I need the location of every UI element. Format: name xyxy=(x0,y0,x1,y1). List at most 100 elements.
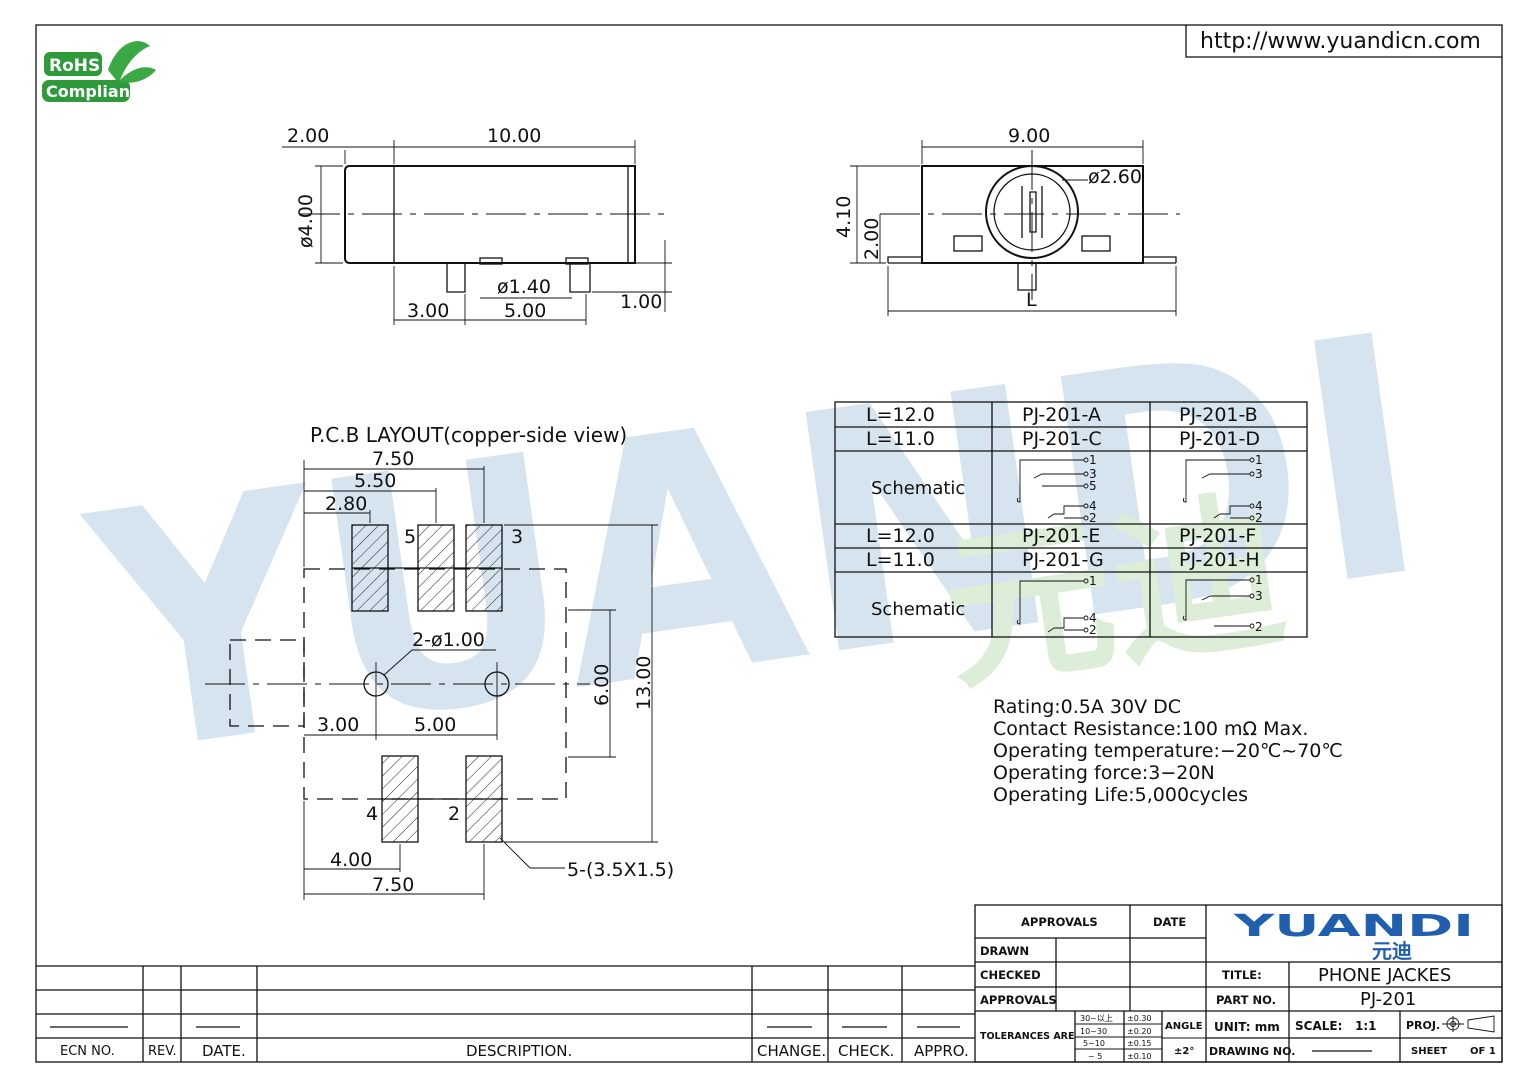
hdr-description: DESCRIPTION. xyxy=(466,1042,572,1060)
tb-logo: YUANDI xyxy=(1232,909,1474,944)
row1-L: L=12.0 xyxy=(866,404,935,426)
specs: Rating:0.5A 30V DC Contact Resistance:10… xyxy=(993,696,1343,806)
rohs-line1: RoHS xyxy=(49,56,100,76)
variant-table: L=12.0 PJ-201-A PJ-201-B L=11.0 PJ-201-C… xyxy=(834,401,1308,638)
tb-scale-label: SCALE: xyxy=(1295,1019,1342,1033)
pcb-title: P.C.B LAYOUT(copper-side view) xyxy=(310,423,627,447)
svg-text:4: 4 xyxy=(1255,499,1263,513)
schematic-label-1: Schematic xyxy=(871,478,965,499)
tb-of: OF 1 xyxy=(1470,1046,1496,1057)
tb-date: DATE xyxy=(1153,915,1186,929)
tb-part-no: PJ-201 xyxy=(1360,989,1416,1010)
dim-front-9: 9.00 xyxy=(1008,125,1050,147)
tol-v3: ±0.10 xyxy=(1127,1052,1152,1061)
row3-f: PJ-201-F xyxy=(1179,525,1256,547)
svg-text:4: 4 xyxy=(1089,611,1097,625)
dim-pcb-13: 13.00 xyxy=(633,656,655,710)
tb-tolerances: TOLERANCES ARE xyxy=(980,1031,1075,1042)
tb-title-label: TITLE: xyxy=(1222,968,1262,982)
schematic-f: 1 3 2 xyxy=(1182,573,1263,634)
dim-holes: 2-ø1.00 xyxy=(412,629,485,651)
svg-text:4: 4 xyxy=(1089,499,1097,513)
row2-L: L=11.0 xyxy=(866,428,935,450)
tol-r1: 10~30 xyxy=(1080,1027,1107,1036)
dim-pcb-6: 6.00 xyxy=(591,664,613,706)
spec-force: Operating force:3−20N xyxy=(993,762,1215,784)
svg-text:5: 5 xyxy=(1089,479,1097,493)
schematic-a: 1 3 5 4 2 xyxy=(1016,453,1097,525)
rohs-badge: RoHS Compliant xyxy=(42,41,156,102)
tb-approvals2: APPROVALS xyxy=(980,993,1057,1007)
tb-angle: ANGLE xyxy=(1165,1021,1203,1032)
tol-r0: 30~以上 xyxy=(1080,1014,1113,1023)
svg-text:3: 3 xyxy=(1255,467,1263,481)
tb-angle-val: ±2° xyxy=(1174,1046,1194,1057)
dim-side-dia: ø4.00 xyxy=(295,194,317,248)
tol-r2: 5~10 xyxy=(1083,1039,1105,1048)
svg-text:3: 3 xyxy=(1255,589,1263,603)
schematic-e: 1 4 2 xyxy=(1016,574,1097,637)
pcb-layout: P.C.B LAYOUT(copper-side view) 5 3 4 2 2… xyxy=(205,423,674,900)
leaf-icon xyxy=(108,41,156,83)
dim-pcb-5: 5.00 xyxy=(414,714,456,736)
side-view: 2.00 10.00 ø4.00 ø1.40 1.00 3.00 5.00 xyxy=(282,125,672,325)
pin-4-label: 4 xyxy=(366,803,378,825)
tb-approvals: APPROVALS xyxy=(1021,915,1098,929)
hdr-rev: REV. xyxy=(148,1044,177,1059)
dim-front-41: 4.10 xyxy=(833,196,855,238)
revision-block: ECN NO. REV. DATE. DESCRIPTION. CHANGE. … xyxy=(36,965,975,1062)
dim-pcb-400: 4.00 xyxy=(330,849,372,871)
dim-side-5: 5.00 xyxy=(504,300,546,322)
sheet-border xyxy=(35,24,1503,1063)
dim-pcb-750-top: 7.50 xyxy=(372,448,414,470)
svg-text:1: 1 xyxy=(1255,573,1263,587)
dim-front-hole: ø2.60 xyxy=(1088,166,1142,188)
hdr-ecn: ECN NO. xyxy=(60,1044,115,1059)
url-text: http://www.yuandicn.com xyxy=(1200,29,1481,54)
hdr-appro: APPRO. xyxy=(914,1042,969,1060)
row3-L: L=12.0 xyxy=(866,525,935,547)
row3-e: PJ-201-E xyxy=(1022,525,1100,547)
svg-text:1: 1 xyxy=(1255,453,1263,467)
hdr-check: CHECK. xyxy=(838,1042,894,1060)
row2-d: PJ-201-D xyxy=(1179,428,1260,450)
tb-scale: 1:1 xyxy=(1355,1019,1377,1033)
row1-a: PJ-201-A xyxy=(1022,404,1101,426)
tol-r3: ~ 5 xyxy=(1088,1052,1102,1061)
dim-front-2: 2.00 xyxy=(861,218,883,260)
dim-pcb-280: 2.80 xyxy=(325,493,367,515)
tb-part-label: PART NO. xyxy=(1216,993,1276,1007)
tb-logo-cn: 元迪 xyxy=(1372,939,1412,963)
url-box: http://www.yuandicn.com xyxy=(1185,25,1502,58)
svg-text:2: 2 xyxy=(1255,620,1263,634)
tb-checked: CHECKED xyxy=(980,968,1041,982)
svg-text:2: 2 xyxy=(1089,623,1097,637)
pad-note: 5-(3.5X1.5) xyxy=(567,859,674,881)
row4-h: PJ-201-H xyxy=(1179,549,1260,571)
spec-rating: Rating:0.5A 30V DC xyxy=(993,696,1181,718)
row1-b: PJ-201-B xyxy=(1179,404,1258,426)
svg-text:2: 2 xyxy=(1089,511,1097,525)
svg-text:3: 3 xyxy=(1089,467,1097,481)
tol-v1: ±0.20 xyxy=(1127,1027,1152,1036)
pin-3-label: 3 xyxy=(511,526,523,548)
front-view: 9.00 ø2.60 4.10 2.00 L xyxy=(833,125,1180,316)
projection-icon xyxy=(1442,1015,1495,1033)
row4-g: PJ-201-G xyxy=(1022,549,1104,571)
svg-text:1: 1 xyxy=(1089,574,1097,588)
rohs-line2: Compliant xyxy=(46,82,138,101)
schematic-label-2: Schematic xyxy=(871,599,965,620)
tb-unit: UNIT: mm xyxy=(1214,1020,1280,1034)
dim-pcb-750-bot: 7.50 xyxy=(372,874,414,896)
dim-side-2: 2.00 xyxy=(287,125,329,147)
spec-life: Operating Life:5,000cycles xyxy=(993,784,1248,806)
tol-v0: ±0.30 xyxy=(1127,1014,1152,1023)
tol-v2: ±0.15 xyxy=(1127,1039,1152,1048)
dim-side-3: 3.00 xyxy=(407,300,449,322)
dim-side-pin-h: 1.00 xyxy=(620,291,662,313)
dim-side-10: 10.00 xyxy=(487,125,541,147)
svg-text:1: 1 xyxy=(1089,453,1097,467)
pin-2-label: 2 xyxy=(448,803,460,825)
hdr-change: CHANGE. xyxy=(757,1042,826,1060)
